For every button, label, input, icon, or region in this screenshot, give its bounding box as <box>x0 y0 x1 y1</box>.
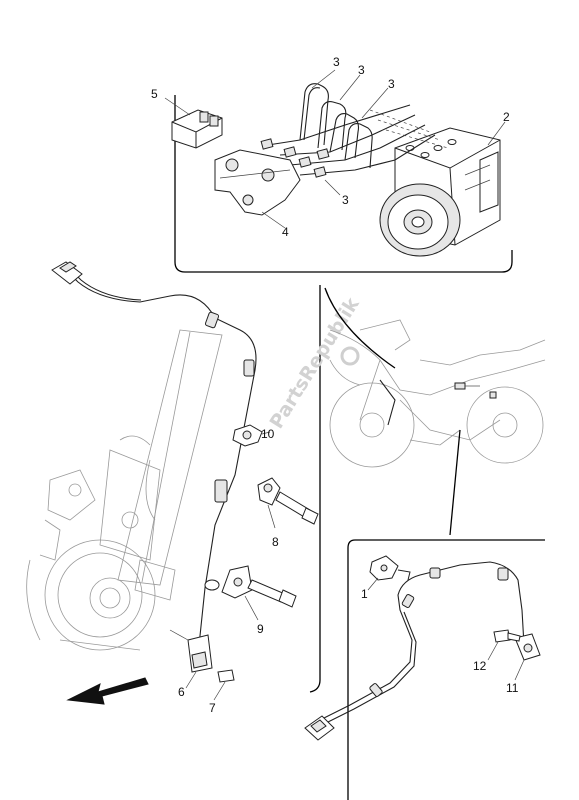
callout-6: 6 <box>178 685 185 699</box>
callout-labels: 1 2 3 3 3 3 4 5 6 7 8 9 10 11 12 <box>151 55 519 715</box>
front-fork-assembly <box>26 329 223 651</box>
forward-arrow-icon <box>66 677 149 705</box>
callout-4: 4 <box>282 225 289 239</box>
callout-7: 7 <box>209 701 216 715</box>
bracket-9 <box>221 565 297 621</box>
callout-3d: 3 <box>342 193 349 207</box>
callout-3a: 3 <box>333 55 340 69</box>
abs-hydraulic-unit <box>379 127 501 257</box>
connector-5 <box>171 109 223 149</box>
callout-11: 11 <box>506 681 519 695</box>
callout-10: 10 <box>261 427 275 441</box>
sensor-cable-inset <box>304 555 541 741</box>
watermark-logo-icon <box>340 346 360 366</box>
motorcycle-outline <box>324 287 546 536</box>
bracket-4 <box>214 149 301 216</box>
callout-12: 12 <box>473 659 487 673</box>
callout-9: 9 <box>257 622 264 636</box>
brake-pipes <box>260 83 449 178</box>
panel-frames <box>174 95 545 800</box>
callout-3c: 3 <box>388 77 395 91</box>
clamp-10 <box>232 424 271 447</box>
sensor-lead-left <box>51 261 257 673</box>
callout-2: 2 <box>503 110 510 124</box>
callout-5: 5 <box>151 87 158 101</box>
callout-8: 8 <box>272 535 279 549</box>
bolt-7 <box>185 669 235 701</box>
bracket-8 <box>257 477 319 529</box>
callout-3b: 3 <box>358 63 365 77</box>
leader-lines-top <box>164 69 506 229</box>
callout-1: 1 <box>361 587 368 601</box>
